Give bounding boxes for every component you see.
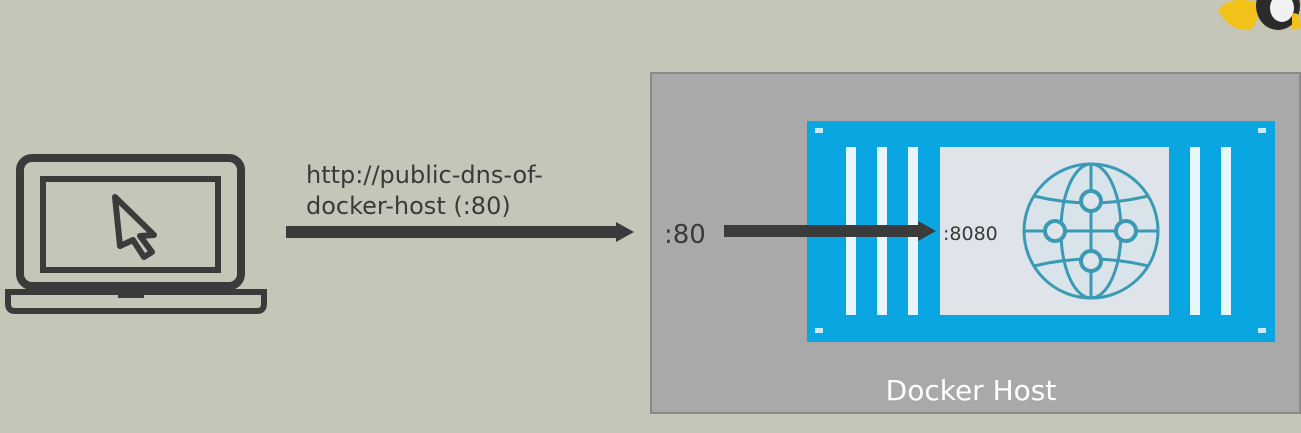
url-label-line1: http://public-dns-of- xyxy=(306,161,543,189)
request-arrow xyxy=(286,222,634,242)
container-port-label: :8080 xyxy=(943,223,998,245)
penguin-mascot-icon xyxy=(1218,0,1301,31)
laptop-icon xyxy=(5,154,267,314)
host-port-label: :80 xyxy=(664,220,706,250)
port-mapping-arrow xyxy=(724,221,936,241)
url-label-line2: docker-host (:80) xyxy=(306,192,511,220)
globe-network-icon xyxy=(1022,162,1160,300)
cursor-arrow-icon xyxy=(112,194,157,260)
docker-host-label: Docker Host xyxy=(886,374,1057,407)
